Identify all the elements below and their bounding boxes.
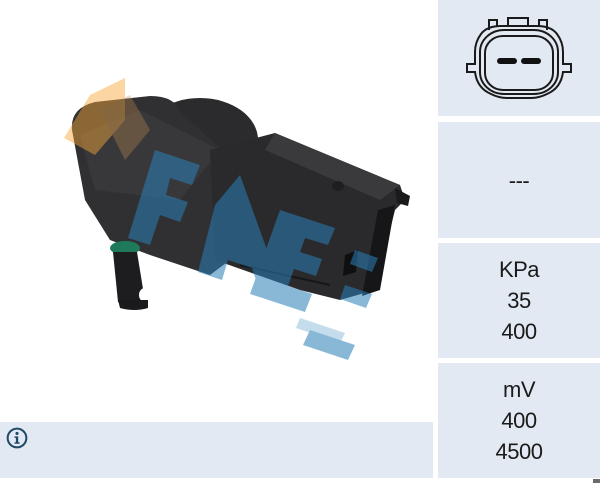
pressure-unit: KPa [498, 257, 540, 282]
voltage-unit: mV [503, 377, 536, 402]
fae-watermark [64, 78, 378, 360]
sensor-photo [64, 78, 410, 360]
info-circle-icon[interactable] [6, 427, 28, 449]
code-value: --- [508, 167, 530, 193]
product-image [64, 78, 410, 360]
pressure-max: 400 [501, 319, 537, 344]
code-panel: --- [438, 122, 600, 238]
corner-mark [593, 479, 600, 483]
voltage-max: 4500 [495, 439, 543, 464]
spec-column: --- KPa 35 400 mV 400 4500 [438, 0, 600, 483]
two-pin-connector-icon [466, 17, 572, 99]
connector-panel [438, 0, 600, 116]
info-bar [0, 422, 433, 478]
voltage-panel: mV 400 4500 [438, 363, 600, 478]
pressure-min: 35 [507, 288, 531, 313]
pressure-panel: KPa 35 400 [438, 243, 600, 358]
voltage-min: 400 [501, 408, 537, 433]
